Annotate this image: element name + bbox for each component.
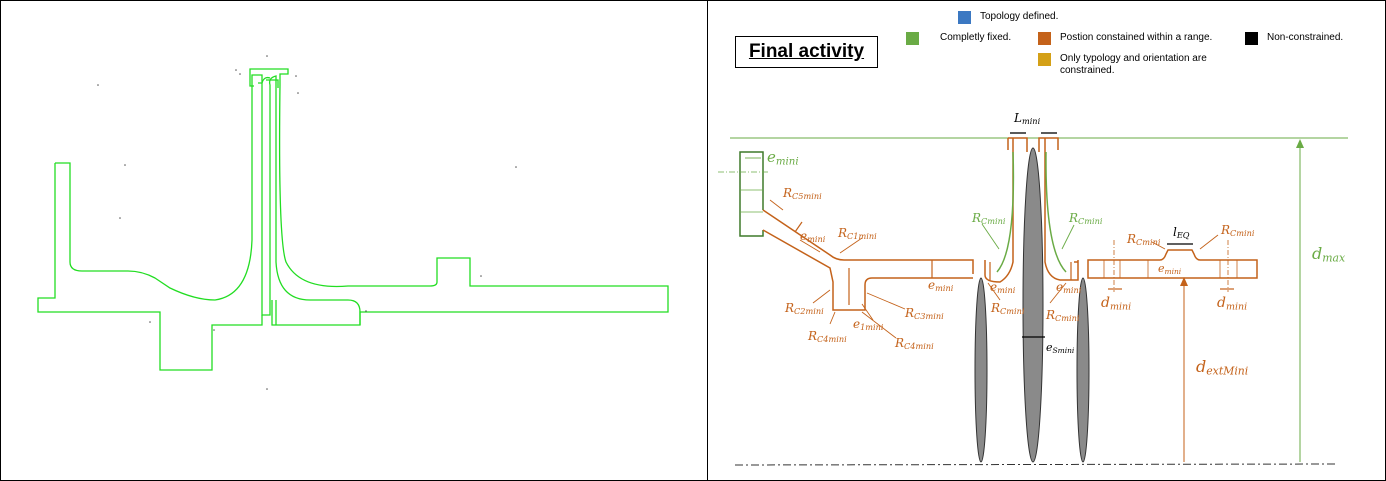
- left-arm-lower: [762, 229, 973, 311]
- label-e-1mini: e1mini: [853, 317, 884, 333]
- disk-center: [1022, 147, 1044, 463]
- label-d-mini-2: dmini: [1217, 295, 1248, 313]
- left-arm-upper: [762, 209, 974, 274]
- blade-left: [996, 151, 1015, 273]
- label-d-extmini: dextMini: [1196, 357, 1249, 378]
- legend-swatch-orange: [1038, 32, 1051, 45]
- label-d-max: dmax: [1312, 244, 1346, 265]
- legend-label: Topology defined.: [980, 11, 1059, 22]
- label-r-c4mini-b: RC4mini: [895, 336, 934, 352]
- legend-swatch-yellow: [1038, 53, 1051, 66]
- legend-label: Postion constained within a range.: [1060, 32, 1213, 43]
- label-r-cmini-o3: RCmini: [1127, 232, 1161, 248]
- label-e-mini-top: emini: [767, 148, 799, 168]
- legend-label: Non-constrained.: [1267, 32, 1344, 43]
- legend-item-topology: Topology defined.: [958, 11, 1058, 24]
- label-r-cmini-g1: RCmini: [972, 211, 1006, 227]
- disk-left: [974, 277, 988, 463]
- label-r-cmini-o2: RCmini: [1046, 308, 1080, 324]
- axis-centerline: [734, 463, 1336, 466]
- label-r-c2mini: RC2mini: [785, 301, 824, 317]
- outline-left-profile: [55, 74, 361, 326]
- outline-main-body: [37, 163, 263, 371]
- legend-label: Only typology and orientation are constr…: [1060, 53, 1207, 76]
- label-l-eq: lEQ: [1173, 225, 1190, 241]
- disk-right: [1076, 277, 1090, 463]
- legend-item-fixed: Completly fixed.: [906, 32, 1011, 45]
- green-flange: [739, 151, 764, 237]
- label-e-mini-hr: emini: [1056, 280, 1082, 296]
- legend-swatch-green: [906, 32, 919, 45]
- label-r-cmini-o4: RCmini: [1221, 223, 1255, 239]
- label-r-c1mini: RC1mini: [838, 226, 877, 242]
- hub-top-left: [1007, 137, 1028, 152]
- outline-right-arm: [249, 68, 669, 325]
- dextmini-arrowhead: [1180, 277, 1188, 286]
- blade-right: [1045, 151, 1067, 273]
- hub-left: [984, 138, 1014, 283]
- dmax-arrowhead: [1296, 139, 1304, 148]
- outline-drawing: [37, 55, 669, 390]
- label-r-c3mini: RC3mini: [905, 306, 944, 322]
- legend-item-non-constrained: Non-constrained.: [1245, 32, 1343, 45]
- label-l-mini: Lmini: [1014, 111, 1041, 127]
- right-arm: [1087, 249, 1258, 279]
- legend-swatch-black: [1245, 32, 1258, 45]
- label-e-mini-arm: emini: [928, 278, 954, 294]
- label-r-c5mini: RC5mini: [783, 186, 822, 202]
- title-box: Final activity: [735, 36, 878, 68]
- legend-label: Completly fixed.: [940, 32, 1012, 43]
- outline-stem: [258, 76, 279, 88]
- legend-swatch-blue: [958, 11, 971, 24]
- hub-top-right: [1038, 137, 1059, 152]
- label-e-mini-hl: emini: [990, 280, 1016, 296]
- label-r-c4mini-a: RC4mini: [808, 329, 847, 345]
- hub-right: [1044, 138, 1079, 281]
- label-e-smini: eSmini: [1046, 341, 1075, 355]
- label-r-cmini-g2: RCmini: [1069, 211, 1103, 227]
- label-r-cmini-o1: RCmini: [991, 301, 1025, 317]
- legend-item-range: Postion constained within a range.: [1038, 32, 1212, 45]
- label-e-mini-right: emini: [1158, 262, 1182, 276]
- label-e-mini-slant: emini: [800, 229, 826, 245]
- legend-item-typology: Only typology and orientation are constr…: [1038, 53, 1208, 77]
- label-d-mini-1: dmini: [1101, 295, 1132, 313]
